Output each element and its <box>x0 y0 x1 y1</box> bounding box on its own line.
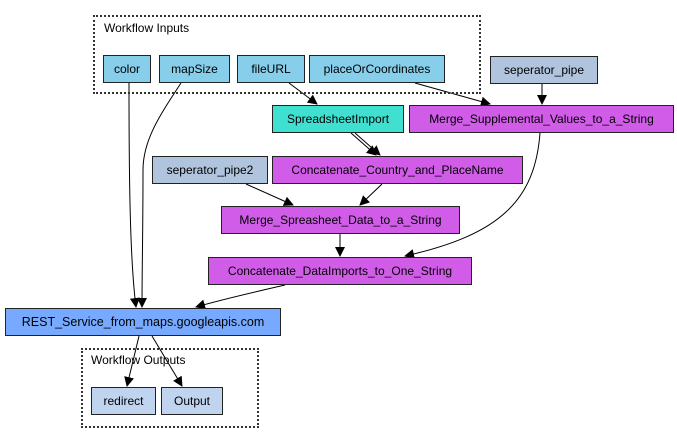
edge-rest-to-output <box>151 335 183 387</box>
workflow-outputs-cluster <box>81 348 259 428</box>
edge-rest-to-redirect <box>124 335 140 387</box>
input-mapsize[interactable]: mapSize <box>159 55 230 83</box>
edge-merge-supplemental-to-concat-dataimports <box>404 132 541 259</box>
edge-concat-dataimports-to-rest <box>195 284 286 310</box>
input-color[interactable]: color <box>103 55 151 83</box>
processor-concatenate-country[interactable]: Concatenate_Country_and_PlaceName <box>272 156 523 184</box>
workflow-inputs-cluster <box>93 15 481 94</box>
constant-seperator-pipe[interactable]: seperator_pipe <box>490 56 598 84</box>
edge-import-to-concat-country-1 <box>350 132 377 156</box>
edge-mapsize-to-rest <box>137 82 182 308</box>
processor-concatenate-dataimports[interactable]: Concatenate_DataImports_to_One_String <box>208 257 472 285</box>
output-output[interactable]: Output <box>161 387 223 415</box>
processor-merge-spreasheet[interactable]: Merge_Spreasheet_Data_to_a_String <box>221 206 460 234</box>
workflow-outputs-label: Workflow Outputs <box>91 353 186 367</box>
processor-merge-supplemental[interactable]: Merge_Supplemental_Values_to_a_String <box>409 105 674 133</box>
edge-concat-country-to-merge-spreasheet <box>359 183 383 206</box>
edge-sep2-to-merge-spreasheet <box>245 183 294 206</box>
input-place-or-coordinates[interactable]: placeOrCoordinates <box>309 55 445 83</box>
edge-color-to-rest <box>128 82 140 308</box>
edge-import-to-concat-country-2 <box>354 132 381 156</box>
processor-spreadsheet-import[interactable]: SpreadsheetImport <box>272 105 404 133</box>
constant-seperator-pipe2[interactable]: seperator_pipe2 <box>152 156 268 184</box>
service-rest-googleapis[interactable]: REST_Service_from_maps.googleapis.com <box>5 308 281 336</box>
workflow-inputs-label: Workflow Inputs <box>104 21 190 35</box>
output-redirect[interactable]: redirect <box>91 387 156 415</box>
input-fileurl[interactable]: fileURL <box>237 55 305 83</box>
